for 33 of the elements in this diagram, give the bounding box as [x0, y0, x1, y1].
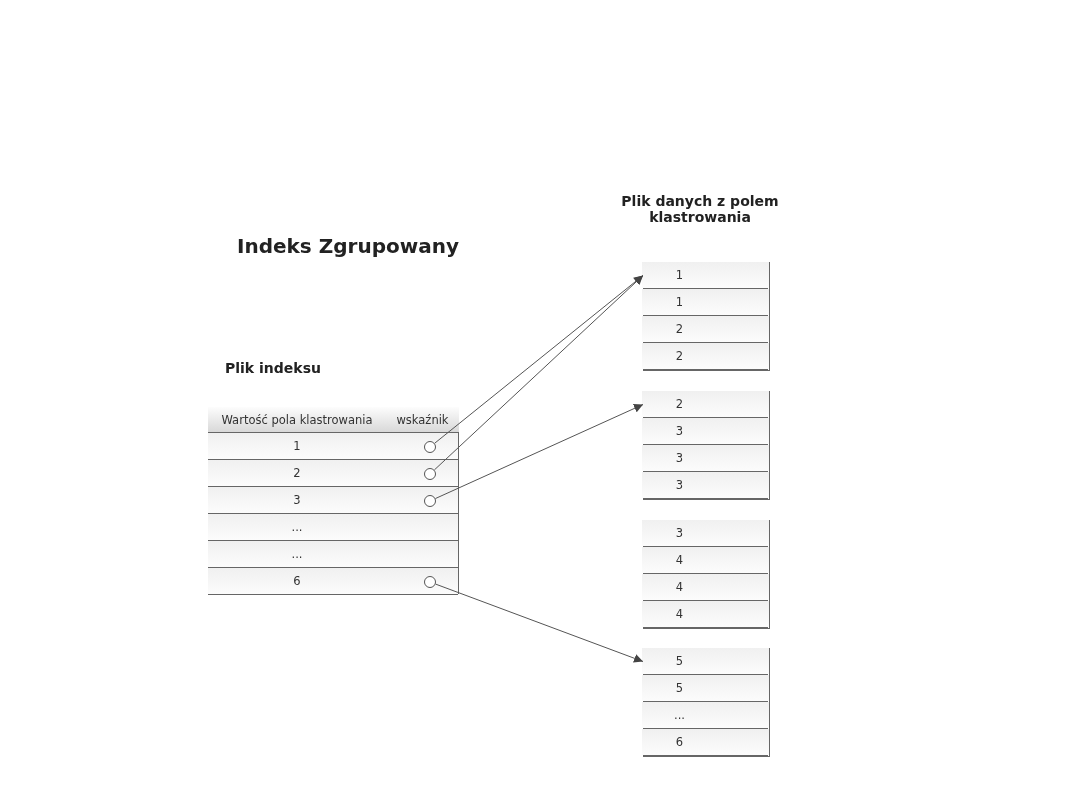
table-heading: Plik indeksu — [225, 360, 321, 376]
record-cell: 3 — [642, 445, 718, 471]
arrow — [434, 404, 644, 499]
table-cell: 3 — [208, 487, 387, 513]
record-cell: 4 — [642, 547, 718, 573]
record-cell: 1 — [642, 289, 718, 315]
record-cell: 4 — [642, 601, 718, 627]
data-block — [643, 520, 770, 629]
record-cell: ... — [642, 702, 718, 728]
diagram-title: Indeks Zgrupowany — [237, 234, 459, 258]
arrow — [435, 583, 644, 663]
table-cell: 1 — [208, 433, 387, 459]
column-header: wskaźnik — [386, 407, 459, 433]
record-cell: 5 — [642, 675, 718, 701]
record-cell: 2 — [642, 316, 718, 342]
table-cell: ... — [208, 514, 387, 540]
record-cell: 2 — [642, 391, 718, 417]
record-cell: 2 — [642, 343, 718, 369]
data-block — [643, 262, 770, 371]
table-cell: 2 — [208, 460, 387, 486]
record-cell: 1 — [642, 262, 718, 288]
record-cell: 3 — [642, 520, 718, 546]
record-cell: 6 — [642, 729, 718, 755]
table-cell: ... — [208, 541, 387, 567]
record-cell: 5 — [642, 648, 718, 674]
data-file-heading: Plik danych z polem klastrowania — [620, 193, 780, 225]
record-cell: 3 — [642, 472, 718, 498]
column-header: Wartość pola klastrowania — [208, 407, 387, 433]
table-cell: 6 — [208, 568, 387, 594]
record-cell: 3 — [642, 418, 718, 444]
data-block — [643, 391, 770, 500]
record-cell: 4 — [642, 574, 718, 600]
data-block — [643, 648, 770, 757]
